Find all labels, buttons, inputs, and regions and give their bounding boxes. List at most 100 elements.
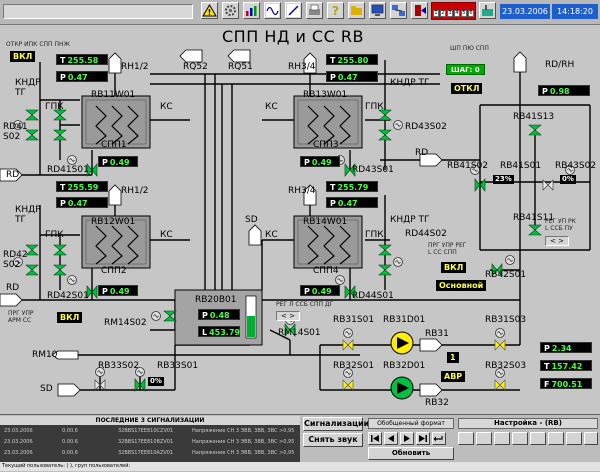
waveform-icon[interactable] [264,2,281,19]
grid-cell-8[interactable] [584,432,598,445]
gpk-label-2: ГПК [45,230,64,240]
osnovnoy-indicator[interactable]: Основной [436,280,487,291]
ks-label-1: КС [160,102,173,112]
unit3-spp: СПП3 [313,140,339,150]
vkl-mid-indicator[interactable]: ВКЛ [441,262,467,273]
header-search-box[interactable] [3,4,193,19]
process-diagram [0,49,591,400]
reg-mid-label: РЕГ Л ССБ СПП ДГ [276,301,334,308]
plant-icon[interactable] [479,2,496,19]
nav-first-button[interactable] [368,432,382,445]
unit1-spp: СПП1 [101,140,127,150]
valve-rd41s01-label: RD41S01 [47,165,89,175]
valve-rb31s01-label: RB31S01 [333,315,375,325]
grid-cell-7[interactable] [566,432,582,445]
settings-label[interactable]: Настройка - (RB) [458,418,598,429]
nav-next-button[interactable] [400,432,414,445]
nav-cell-6[interactable]: 6 [468,10,474,17]
reg-right-spin[interactable]: < > [545,236,569,246]
valve-rb41s02-label: RB41S02 [447,161,489,171]
mute-sound-button[interactable]: Снять звук [303,433,363,447]
rb32-line-label: RB32 [425,398,449,408]
shag-indicator[interactable]: ШАГ: 0 [446,64,485,75]
rh-label-4: RH3/4 [288,186,316,196]
settings-icon[interactable] [222,2,239,19]
rq52-label: RQ52 [183,62,208,72]
reg-mid-spin[interactable]: < > [276,311,300,321]
warning-icon[interactable]: ! [201,2,218,19]
valve-rb33s01-label: RB33S01 [157,361,199,371]
signalization-button[interactable]: Сигнализации [303,417,369,431]
pump-number-indicator: 1 [447,352,459,363]
pump-rb32d01-label: RB32D01 [383,361,426,371]
printer-icon[interactable] [306,2,323,19]
exit-icon[interactable] [411,2,428,19]
gpk-label-3: ГПК [365,102,384,112]
rh-label-3: RH3/4 [288,62,316,72]
grid-cell-1[interactable] [458,432,474,445]
nav-cell-1[interactable]: 1 [433,10,439,17]
help-icon[interactable]: ? [327,2,344,19]
date-display: 23.03.2006 [500,4,550,19]
format-label: Обобщенный формат [368,418,454,429]
folder-icon[interactable] [348,2,365,19]
grid-cell-3[interactable] [494,432,510,445]
nav-cell-4[interactable]: 4 [454,10,460,17]
pen-icon[interactable] [285,2,302,19]
grid-cell-6[interactable] [548,432,564,445]
nav-prev-button[interactable] [384,432,398,445]
vkl-top-indicator[interactable]: ВКЛ [10,51,36,62]
grid-cell-4[interactable] [512,432,528,445]
ks-label-3: КС [265,102,278,112]
otkl-indicator[interactable]: ОТКЛ [451,83,483,94]
svg-text:?: ? [332,4,339,18]
nav-cell-5[interactable]: 5 [461,10,467,17]
nav-cells-grid[interactable]: 1 2 3 4 5 6 [433,4,474,18]
nav-return-button[interactable] [432,432,446,445]
nav-cell-2[interactable]: 2 [440,10,446,17]
gpk-label-1: ГПК [45,102,64,112]
alarm-title: ПОСЛЕДНИЕ 3 СИГНАЛИЗАЦИИ [0,416,300,425]
valve-rb32s03-label: RB32S03 [485,361,527,371]
rb41s01-position: 23% [493,175,514,184]
shu-label: ШП ПЮ СПП [450,45,489,52]
grid-cell-2[interactable] [476,432,492,445]
rb33s02-position: 0% [148,377,164,386]
nav-cell-3[interactable]: 3 [447,10,453,17]
sd-top-label: SD [245,215,258,225]
nav-last-button[interactable] [416,432,430,445]
pump-rb31d01-label: RB31D01 [383,315,426,325]
page-title: СПП НД и СС RB [222,27,364,46]
vkl-bottom-indicator[interactable]: ВКЛ [57,312,83,323]
valve-rd44s01-label: RD44S01 [352,291,394,301]
unit4-spp: СПП4 [313,266,339,276]
network-icon[interactable] [390,2,407,19]
unit2-spp: СПП2 [101,266,127,276]
valve-rm14s02-label: RM14S02 [104,318,147,328]
refresh-button[interactable]: Обновить [368,447,454,460]
chart-icon[interactable] [243,2,260,19]
status-bar: Текущий пользователь: ( ), груп пользова… [0,462,600,471]
monitor-icon[interactable] [369,2,386,19]
grid-cell-5[interactable] [530,432,546,445]
avr-indicator[interactable]: АВР [441,371,466,382]
rb31-line-label: RB31 [425,329,449,339]
